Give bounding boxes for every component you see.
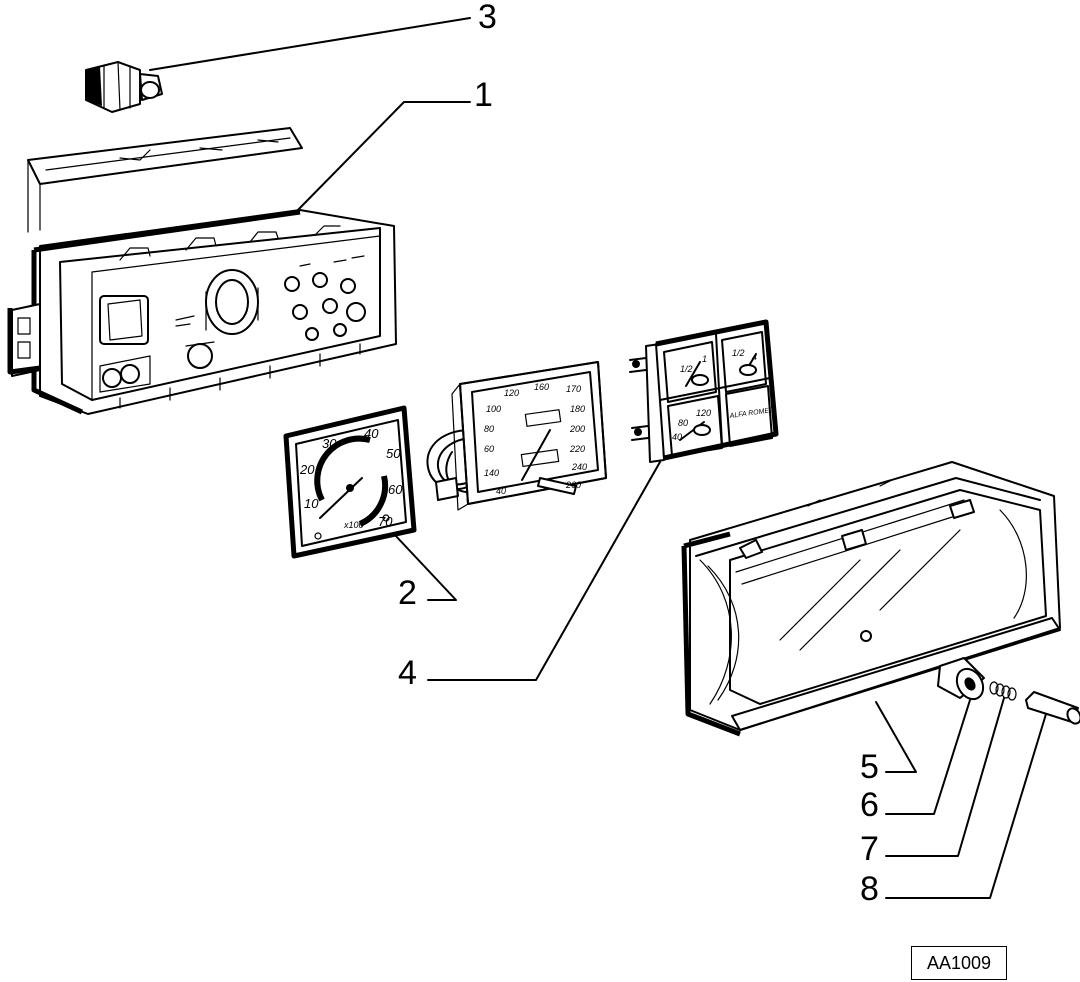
- reference-code-box: AA1009: [911, 946, 1007, 980]
- fuel-label-half: 1/2: [680, 364, 693, 374]
- speedo-label-100: 100: [486, 404, 501, 414]
- speedo-label-80: 80: [484, 424, 494, 434]
- speedo-label-200: 200: [569, 424, 585, 434]
- leader-lines: [149, 17, 1047, 899]
- speedo-label-60: 60: [484, 444, 494, 454]
- tacho-label-30: 30: [322, 436, 337, 451]
- speedo-label-40: 40: [496, 486, 506, 496]
- part-4-auxiliary-gauges: 1/2 1 1/2 4 40 80 120 ALFA ROMEO: [629, 319, 779, 463]
- temp-label-80: 80: [678, 418, 688, 428]
- fuel-label-full: 1: [702, 354, 707, 364]
- callout-numbers: 3 1 2 4 5 6 7 8: [398, 0, 879, 908]
- speedo-label-170: 170: [566, 384, 581, 394]
- reference-code: AA1009: [926, 952, 992, 973]
- speedo-label-180: 180: [570, 404, 585, 414]
- speedo-label-220: 220: [569, 444, 585, 454]
- tacho-label-10: 10: [304, 496, 319, 511]
- callout-3: 3: [478, 0, 497, 36]
- speedo-label-160: 160: [534, 382, 549, 392]
- part-7-spring: [989, 681, 1017, 701]
- part-2-tachometer-dial: 10 20 30 40 50 60 70 x100: [283, 405, 417, 559]
- tacho-label-70: 70: [378, 514, 393, 529]
- callout-4: 4: [398, 654, 417, 692]
- callout-5: 5: [860, 748, 879, 786]
- callout-6: 6: [860, 786, 879, 824]
- tacho-label-20: 20: [299, 462, 315, 477]
- part-8-pin: [1025, 691, 1080, 725]
- callout-1: 1: [474, 76, 493, 114]
- speedo-label-120: 120: [504, 388, 519, 398]
- aux-label-half: 1/2: [732, 348, 745, 358]
- tacho-label-60: 60: [388, 482, 403, 497]
- speedo-label-140: 140: [484, 468, 499, 478]
- tacho-label-40: 40: [364, 426, 379, 441]
- part-6-knob: [937, 657, 985, 701]
- speedo-label-240: 240: [571, 462, 587, 472]
- aux-label-4: 4: [752, 352, 757, 362]
- tacho-unit-label: x100: [343, 520, 364, 530]
- speedo-label-260: 260: [565, 480, 581, 490]
- part-1-instrument-housing: [7, 127, 397, 415]
- speedometer-dial: 40 60 80 100 120 140 160 170 180 200 220…: [426, 361, 607, 511]
- part-3-bulb-holder: [85, 61, 163, 113]
- temp-label-40: 40: [672, 432, 682, 442]
- callout-7: 7: [860, 830, 879, 868]
- callout-8: 8: [860, 870, 879, 908]
- tacho-label-50: 50: [386, 446, 401, 461]
- callout-2: 2: [398, 574, 417, 612]
- temp-label-120: 120: [696, 408, 711, 418]
